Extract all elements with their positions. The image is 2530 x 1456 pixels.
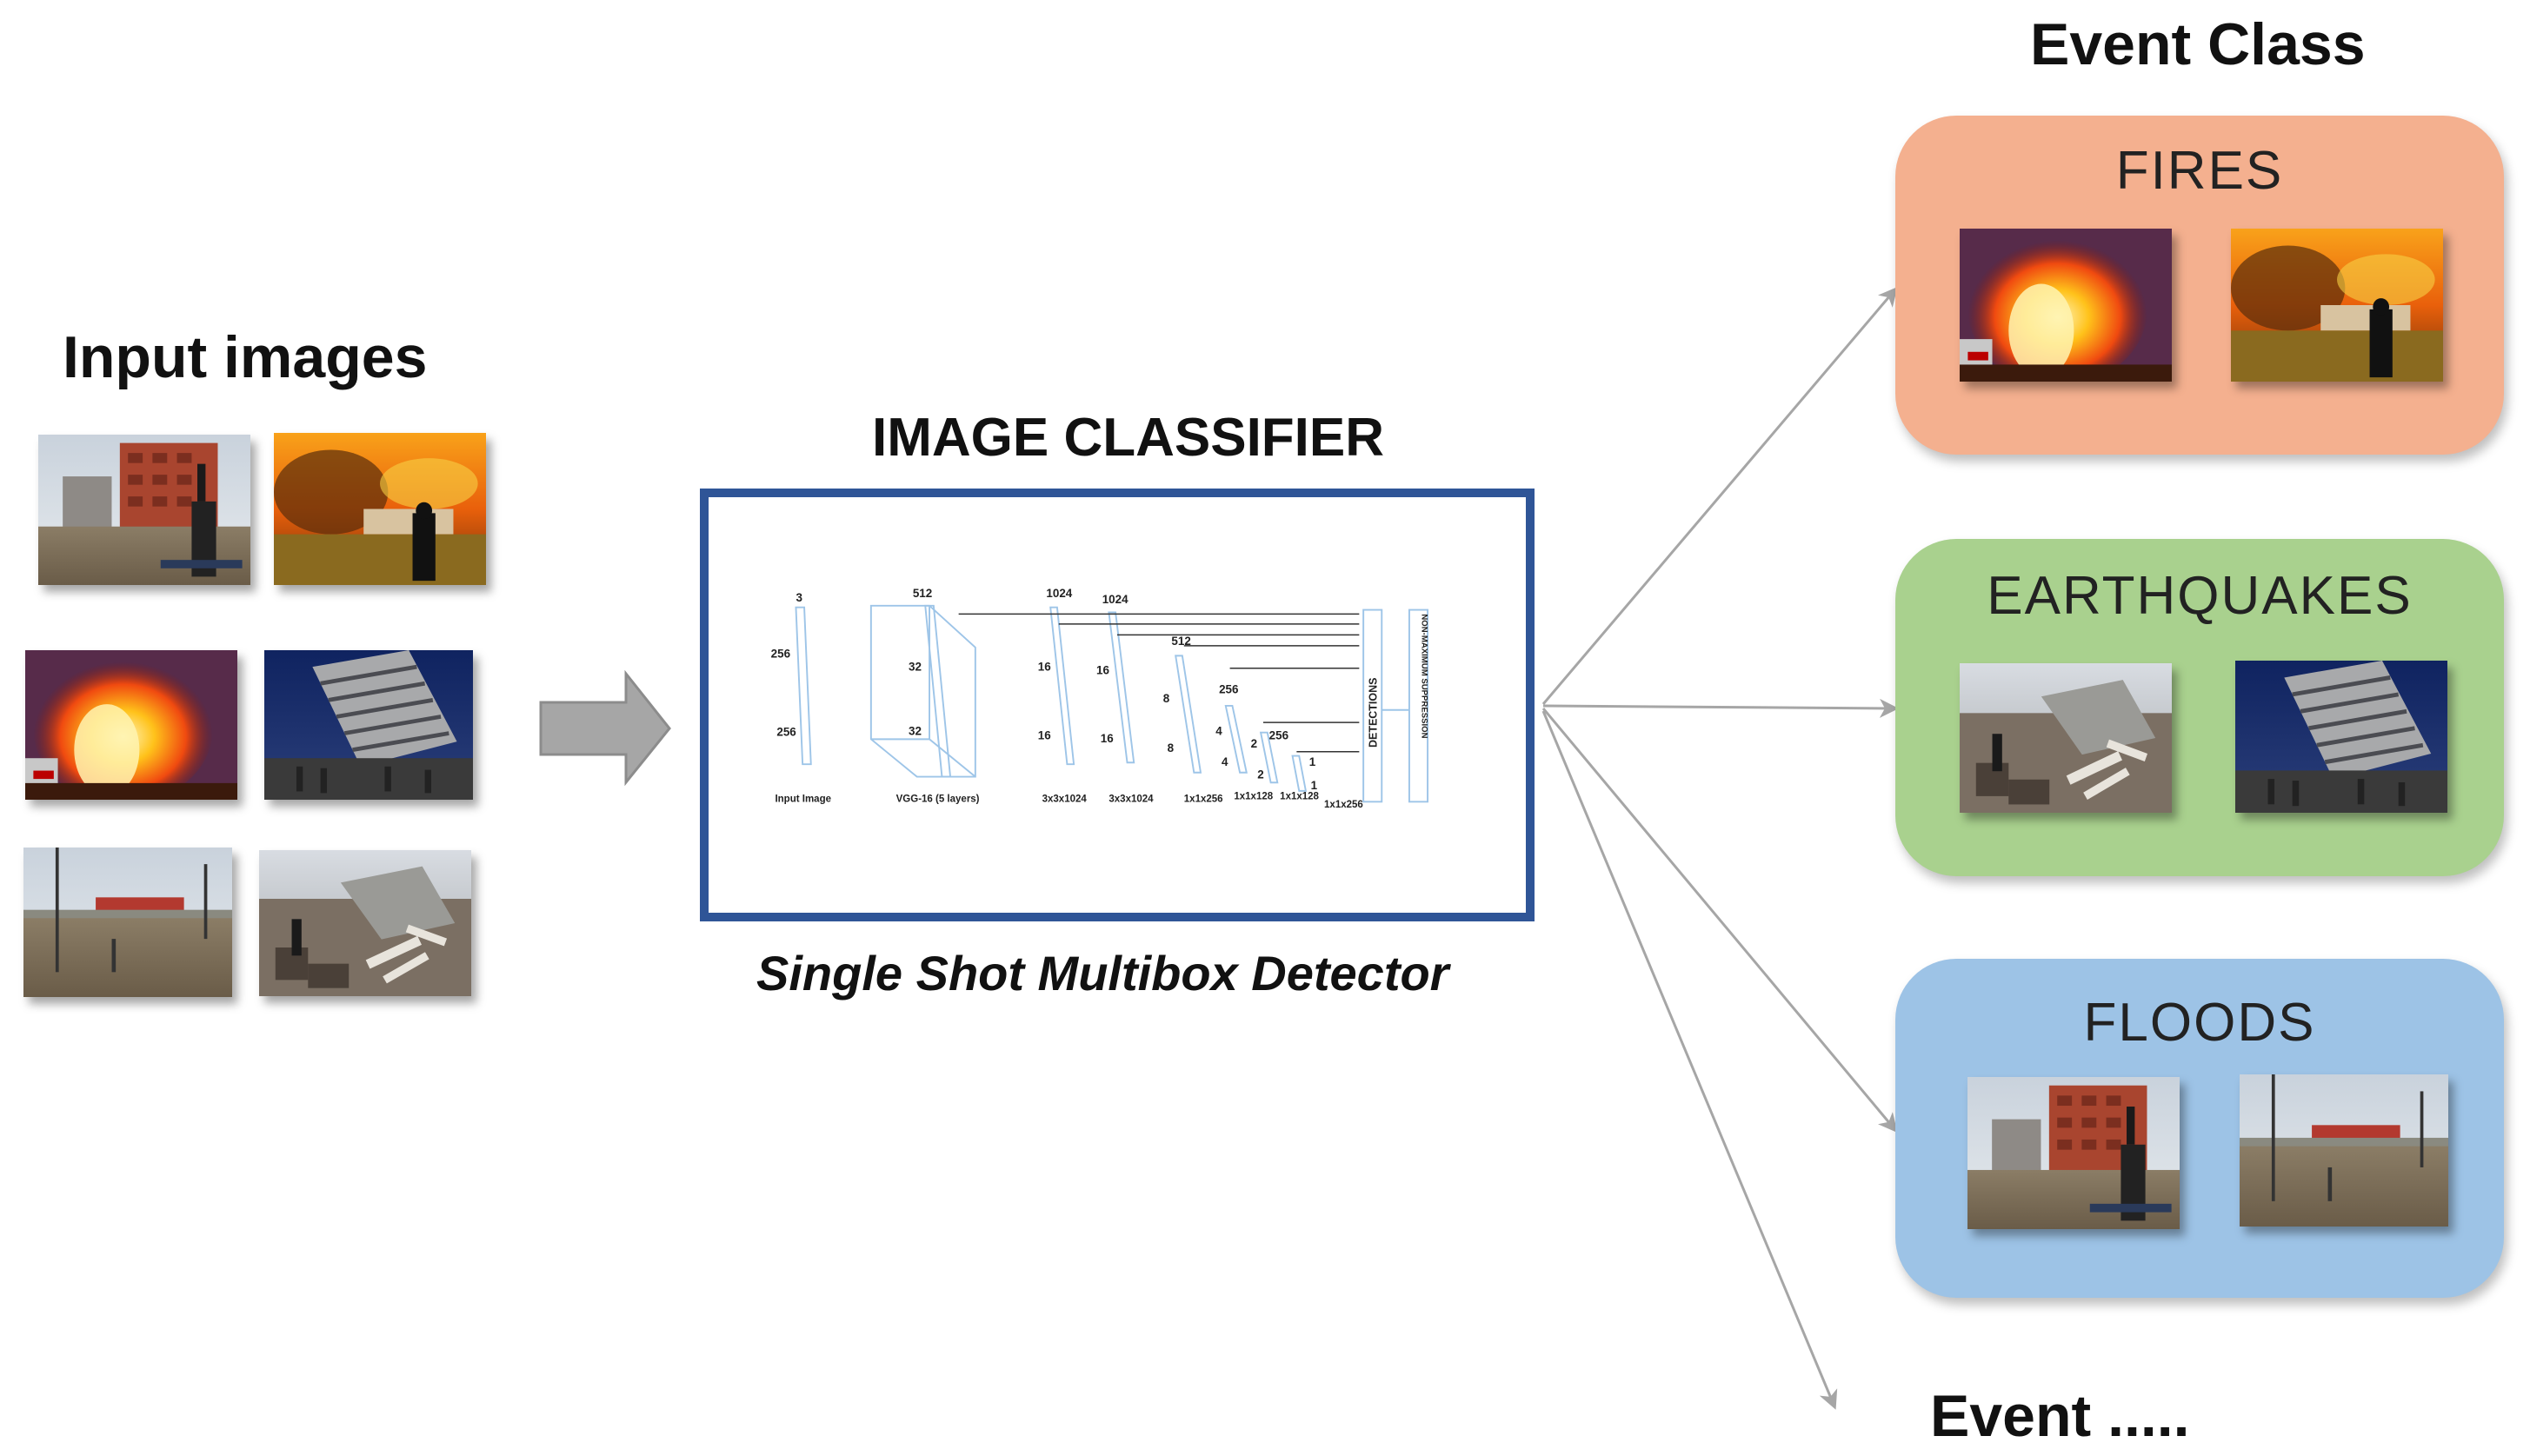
arch-label: 256 bbox=[1219, 683, 1238, 696]
arch-label: 32 bbox=[909, 661, 922, 674]
arch-bottom-label: VGG-16 (5 layers) bbox=[896, 794, 980, 804]
arch-bottom-label: 1x1x128 bbox=[1280, 791, 1319, 801]
arch-label: 256 bbox=[771, 647, 790, 660]
arch-vgg-block bbox=[869, 604, 976, 778]
input-to-classifier-arrow bbox=[539, 669, 671, 787]
arch-label: 1 bbox=[1309, 755, 1316, 768]
arch-bottom-label: 1x1x256 bbox=[1184, 794, 1223, 804]
arch-label: 16 bbox=[1038, 728, 1051, 741]
classifier-title: IMAGE CLASSIFIER bbox=[872, 408, 1385, 468]
floods-image-2 bbox=[2240, 1074, 2448, 1227]
input-images-title: Input images bbox=[63, 324, 428, 390]
arrow-to-earthquakes bbox=[1542, 698, 1899, 718]
arch-label: 256 bbox=[1269, 728, 1288, 741]
input-image-flood-road bbox=[23, 848, 232, 997]
class-label-floods: FLOODS bbox=[2083, 993, 2316, 1053]
input-image-fire-car bbox=[25, 650, 237, 800]
arch-label: 1 bbox=[1311, 779, 1318, 792]
arch-feature-arrows bbox=[958, 613, 1360, 753]
arch-label: 8 bbox=[1163, 692, 1170, 705]
arch-label: 8 bbox=[1168, 741, 1175, 755]
classifier-box: 3 256 256 512 32 32 1024 16 16 1024 16 1… bbox=[700, 489, 1535, 921]
event-class-title: Event Class bbox=[2030, 11, 2366, 77]
arch-fc7-slab bbox=[1108, 611, 1135, 764]
arch-label: 4 bbox=[1215, 725, 1222, 738]
input-image-flood-street bbox=[38, 435, 250, 585]
input-image-fire-field bbox=[274, 433, 486, 585]
earthquakes-image-2 bbox=[2235, 661, 2447, 813]
event-more-label: Event ..... bbox=[1930, 1383, 2190, 1449]
arch-input-slab bbox=[795, 606, 812, 766]
arch-bottom-label: 3x3x1024 bbox=[1042, 794, 1088, 804]
fires-image-2 bbox=[2231, 229, 2443, 382]
arch-label: 2 bbox=[1257, 768, 1263, 781]
arch-fc6-slab bbox=[1049, 606, 1075, 766]
input-image-quake-building bbox=[264, 650, 473, 800]
class-box-fires: FIRES bbox=[1895, 116, 2504, 455]
arch-bottom-label: 1x1x128 bbox=[1234, 791, 1273, 801]
arch-label: 32 bbox=[909, 725, 922, 738]
arch-label: 2 bbox=[1251, 737, 1257, 750]
arch-detections-label: DETECTIONS bbox=[1368, 678, 1380, 748]
arch-label: 1024 bbox=[1046, 587, 1072, 600]
arch-label: 1024 bbox=[1102, 593, 1129, 606]
arch-label: 16 bbox=[1101, 732, 1114, 745]
arch-label: 3 bbox=[796, 591, 802, 604]
floods-image-1 bbox=[1967, 1077, 2180, 1229]
arch-conv11-slab bbox=[1291, 755, 1308, 792]
arrow-to-fires bbox=[1541, 286, 1898, 705]
arch-conv9-slab bbox=[1224, 705, 1248, 774]
class-box-earthquakes: EARTHQUAKES bbox=[1895, 539, 2504, 876]
arch-nms-box bbox=[1408, 608, 1429, 803]
arrow-to-event-more bbox=[1541, 710, 1838, 1410]
arch-bottom-label: Input Image bbox=[775, 794, 831, 804]
arch-bottom-label: 1x1x256 bbox=[1324, 800, 1363, 810]
arch-label: 256 bbox=[776, 726, 796, 739]
classifier-caption: Single Shot Multibox Detector bbox=[756, 946, 1449, 1001]
arch-bottom-label: 3x3x1024 bbox=[1109, 794, 1154, 804]
arch-conv8-slab bbox=[1175, 655, 1202, 774]
earthquakes-image-1 bbox=[1960, 663, 2172, 813]
class-label-fires: FIRES bbox=[2115, 141, 2284, 201]
arch-label: 512 bbox=[1171, 635, 1190, 648]
class-box-floods: FLOODS bbox=[1895, 959, 2504, 1298]
arch-label: 16 bbox=[1096, 663, 1109, 676]
arch-label: 4 bbox=[1222, 755, 1228, 768]
arch-nms-label: NON-MAXIMUM SUPPRESSION bbox=[1419, 614, 1428, 738]
arch-label: 16 bbox=[1038, 661, 1051, 674]
arch-conv10-slab bbox=[1259, 731, 1279, 784]
arch-detections-box bbox=[1362, 608, 1383, 803]
ssd-architecture-diagram: 3 256 256 512 32 32 1024 16 16 1024 16 1… bbox=[771, 587, 1429, 810]
arrow-to-floods bbox=[1541, 708, 1898, 1134]
arch-label: 512 bbox=[913, 587, 932, 600]
fires-image-1 bbox=[1960, 229, 2172, 382]
class-label-earthquakes: EARTHQUAKES bbox=[1987, 566, 2413, 626]
input-image-quake-rubble bbox=[259, 850, 471, 996]
